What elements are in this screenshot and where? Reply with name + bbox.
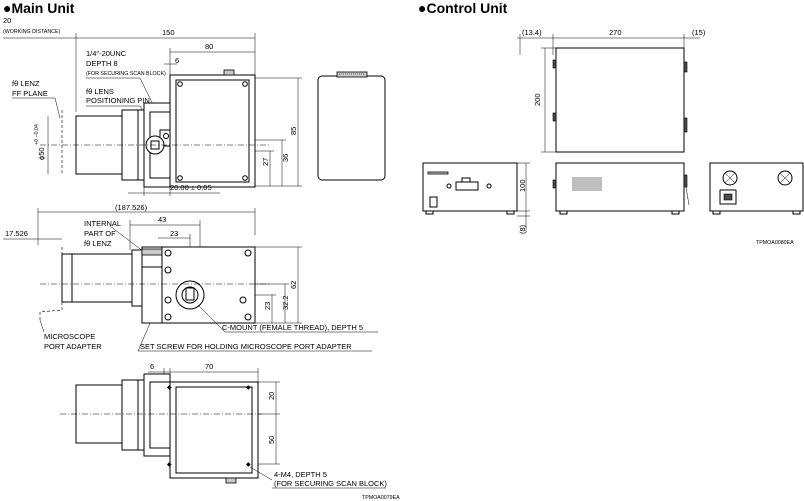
- lens-pin-label-1: fθ LENS: [86, 87, 114, 96]
- svg-text:◆: ◆: [246, 461, 251, 468]
- dim-23b-label: 23: [263, 302, 272, 310]
- ff-plane-label: FF PLANE: [12, 89, 48, 98]
- control-unit-top-view: (13.4) 270 (15) 200: [517, 28, 706, 153]
- vent-slots: [572, 177, 602, 191]
- ctrl-dim-13-label: (13.4): [522, 28, 542, 37]
- internal-label-1: INTERNAL: [84, 219, 121, 228]
- dim-85-label: 85: [289, 127, 298, 135]
- bottom-dim-20-label: 20: [267, 392, 276, 400]
- internal-label-2: PART OF: [84, 229, 116, 238]
- phi50-label: ϕ50: [37, 147, 46, 160]
- securing-block-label: (FOR SECURING SCAN BLOCK): [86, 71, 166, 77]
- dim-150-label: 150: [162, 28, 175, 37]
- svg-text:◆: ◆: [167, 461, 172, 468]
- dim-27-label: 27: [261, 158, 270, 166]
- dim-80-label: 80: [205, 42, 213, 51]
- dim-32-label: 32.2: [281, 295, 290, 310]
- ctrl-dim-15-label: (15): [692, 28, 706, 37]
- main-unit-top-view: 20 (WORKING DISTANCE) 150 80 6 1/4"-20UN…: [3, 16, 302, 196]
- ftheta-lenz-label: fθ LENZ: [12, 79, 40, 88]
- m4-label-1: 4-M4, DEPTH 5: [274, 470, 327, 479]
- ctrl-dim-100-label: 100: [518, 179, 527, 192]
- control-unit-rear-view: [709, 162, 804, 215]
- depth8-label: DEPTH 8: [86, 59, 118, 68]
- main-unit-side-view: (187.526) 43 23 17.526 INTERNAL PART OF …: [3, 203, 378, 352]
- unc-label: 1/4"-20UNC: [86, 49, 127, 58]
- ctrl-dim-270-label: 270: [609, 28, 622, 37]
- working-distance-label: (WORKING DISTANCE): [3, 29, 61, 35]
- main-unit-bottom-view: 6 70 ◆ ◆ ◆ ◆ 20 50 4-M4, DEPTH 5 (FOR SE…: [60, 362, 400, 501]
- dim-6-label: 6: [175, 56, 179, 65]
- main-unit-title: ●Main Unit: [3, 0, 75, 16]
- main-unit-end-view: [317, 71, 386, 181]
- microscope-label-1: MICROSCOPE: [44, 332, 95, 341]
- m4-label-2: (FOR SECURING SCAN BLOCK): [274, 479, 387, 488]
- main-drawing-code: TPMOA0079EA: [362, 495, 400, 501]
- cmount-label: C-MOUNT (FEMALE THREAD), DEPTH 5: [222, 323, 363, 332]
- control-unit-front-view: 100 (8): [422, 162, 530, 234]
- dim-43-label: 43: [158, 215, 166, 224]
- lens-pin-label-2: POSITIONING PIN: [86, 96, 150, 105]
- phi50-tolerance: +0 −0.04: [34, 124, 40, 145]
- dim-20-05-label: 20.00 ± 0.05: [170, 183, 212, 192]
- dim-17-label: 17.526: [5, 229, 28, 238]
- microscope-label-2: PORT ADAPTER: [44, 342, 102, 351]
- bottom-dim-50-label: 50: [267, 436, 276, 444]
- svg-text:◆: ◆: [167, 384, 172, 391]
- control-drawing-code: TPMOA0080EA: [756, 240, 794, 246]
- control-unit-side-view: [552, 162, 690, 215]
- dim-23-label: 23: [170, 229, 178, 238]
- dim-62-label: 62: [289, 281, 298, 289]
- bottom-dim-6-label: 6: [150, 362, 154, 371]
- internal-label-3: fθ LENZ: [84, 239, 112, 248]
- bottom-dim-70-label: 70: [205, 362, 213, 371]
- control-unit-title: ●Control Unit: [418, 0, 508, 16]
- svg-text:◆: ◆: [246, 384, 251, 391]
- dim-20-label: 20: [3, 16, 11, 25]
- dim-187-label: (187.526): [115, 203, 148, 212]
- ctrl-dim-8-label: (8): [518, 224, 527, 234]
- dim-36-label: 36: [281, 154, 290, 162]
- set-screw-label: SET SCREW FOR HOLDING MICROSCOPE PORT AD…: [140, 342, 352, 351]
- ctrl-dim-200-label: 200: [533, 93, 542, 106]
